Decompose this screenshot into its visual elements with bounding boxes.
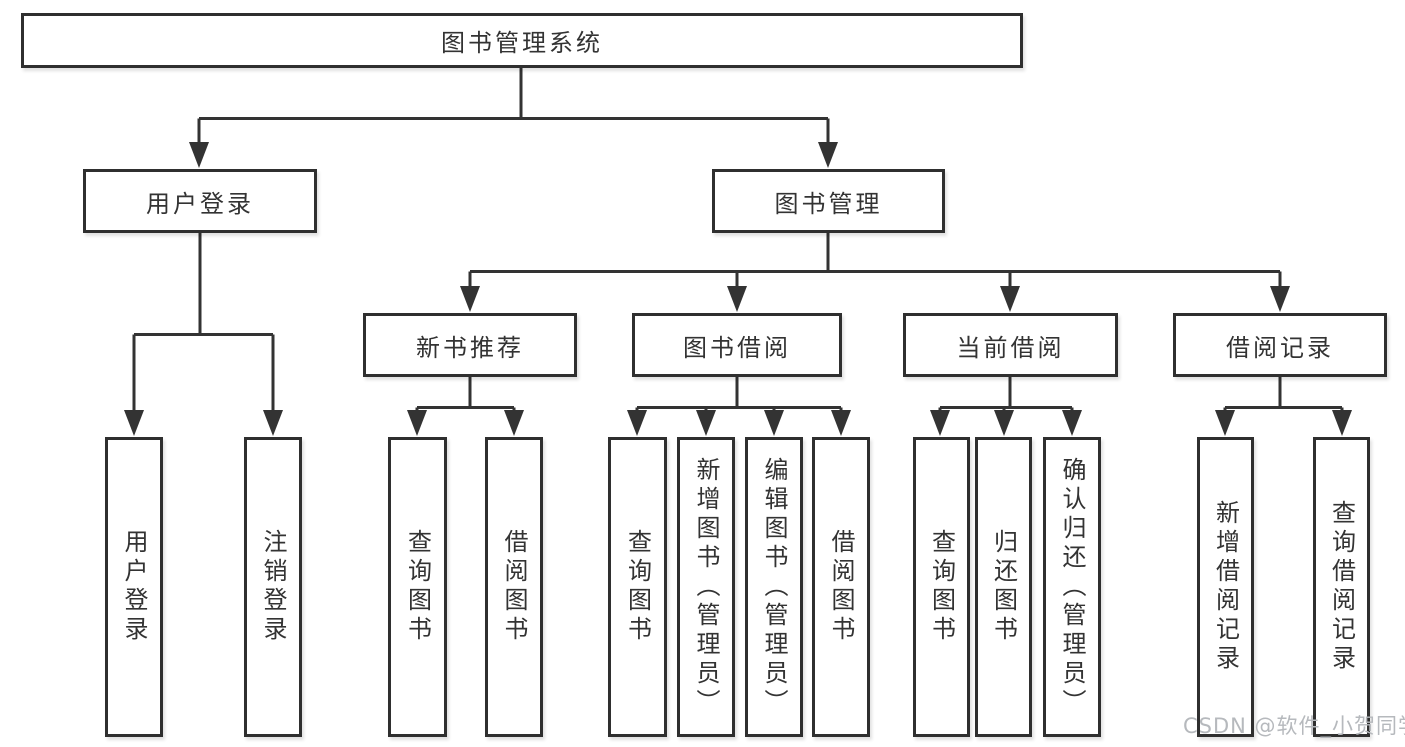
node-new-book-recommend: 新书推荐	[363, 313, 577, 377]
node-current-lending: 当前借阅	[903, 313, 1118, 377]
leaf-query-lending-record: 查询借阅记录	[1313, 437, 1370, 737]
leaf-confirm-return-admin: 确认归还（管理员）	[1043, 437, 1101, 737]
leaf-return-book: 归还图书	[975, 437, 1032, 737]
leaf-query-book-recommend: 查询图书	[388, 437, 447, 737]
node-book-management: 图书管理	[712, 169, 945, 233]
leaf-edit-book-admin: 编辑图书（管理员）	[745, 437, 803, 737]
node-user-login: 用户登录	[83, 169, 317, 233]
leaf-query-book-current: 查询图书	[913, 437, 970, 737]
leaf-query-book-lending: 查询图书	[608, 437, 667, 737]
node-lending-record: 借阅记录	[1173, 313, 1387, 377]
leaf-add-book-admin: 新增图书（管理员）	[677, 437, 735, 737]
leaf-add-lending-record: 新增借阅记录	[1197, 437, 1254, 737]
csdn-watermark: CSDN @软件_小贺同学	[1183, 714, 1405, 738]
leaf-borrow-book-lending: 借阅图书	[812, 437, 870, 737]
leaf-user-login: 用户登录	[105, 437, 163, 737]
node-root: 图书管理系统	[21, 13, 1023, 68]
leaf-borrow-book-recommend: 借阅图书	[485, 437, 543, 737]
node-book-lending: 图书借阅	[632, 313, 842, 377]
leaf-logout: 注销登录	[244, 437, 302, 737]
